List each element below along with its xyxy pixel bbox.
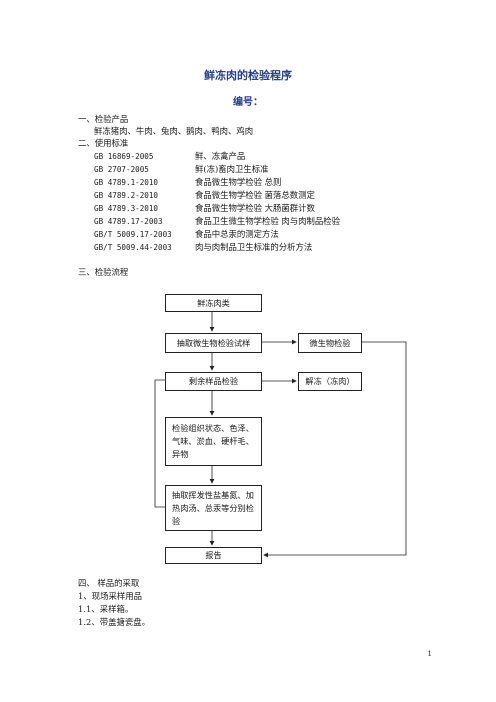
flow-box-meat: 鲜冻肉类: [165, 294, 262, 312]
arrow-micro-to-report: [263, 341, 407, 558]
flow-box-remaining: 剩余样品检验: [165, 372, 262, 391]
standard-code: GB 4789.2-2010: [94, 191, 159, 200]
sampling-item: 1.1、采样箱。: [78, 604, 134, 614]
standard-name: 食品卫生微生物学检验 肉与肉制品检验: [195, 216, 341, 226]
standard-code: GB/T 5009.44-2003: [94, 243, 172, 252]
standard-name: 食品微生物学检验 总则: [195, 177, 282, 187]
standard-name: 鲜(冻)畜肉卫生标准: [195, 164, 269, 174]
flow-box-sensory: 检验组织状态、色泽、气味、淤血、硬杆毛、异物: [165, 417, 262, 466]
sampling-item: 1.2、带盖搪瓷盘。: [78, 617, 150, 627]
document-title: 鲜冻肉的检验程序: [204, 69, 292, 82]
standard-name: 肉与肉制品卫生标准的分析方法: [195, 242, 313, 252]
flow-box-thaw: 解冻（冻肉）: [298, 372, 362, 391]
standard-name: 食品中总汞的测定方法: [195, 229, 279, 239]
page-number: 1: [427, 650, 432, 658]
standard-code: GB 4789.3-2010: [94, 204, 159, 213]
standard-name: 食品微生物学检验 菌落总数测定: [195, 190, 315, 200]
flow-box-chemical: 抽取挥发性盐基氮、加热肉汤、总汞等分别检验: [165, 485, 262, 531]
section-standards-heading: 二、使用标准: [78, 138, 129, 148]
products-text: 鲜冻猪肉、牛肉、兔肉、鹅肉、鸭肉、鸡肉: [94, 126, 254, 136]
standard-code: GB 4789.17-2003: [94, 217, 163, 226]
flow-box-micro: 微生物检验: [298, 333, 362, 353]
section-flow-heading: 三、检验流程: [78, 267, 129, 277]
bracket-left: [154, 379, 165, 508]
sampling-item: 1、现场采样用品: [78, 591, 142, 601]
flow-box-sample: 抽取微生物检验试样: [165, 333, 262, 353]
standard-code: GB 16869-2005: [94, 152, 154, 161]
document-code-label: 编号：: [233, 97, 263, 108]
standard-code: GB/T 5009.17-2003: [94, 230, 172, 239]
section-products-heading: 一、检验产品: [78, 114, 129, 124]
standard-name: 鲜、冻禽产品: [195, 151, 246, 161]
standard-code: GB 2707-2005: [94, 165, 149, 174]
flow-box-report: 报告: [165, 547, 262, 564]
section-sampling-heading: 四、 样品的采取: [78, 578, 140, 588]
standard-code: GB 4789.1-2010: [94, 178, 159, 187]
standard-name: 食品微生物学检验 大肠菌群计数: [195, 203, 315, 213]
